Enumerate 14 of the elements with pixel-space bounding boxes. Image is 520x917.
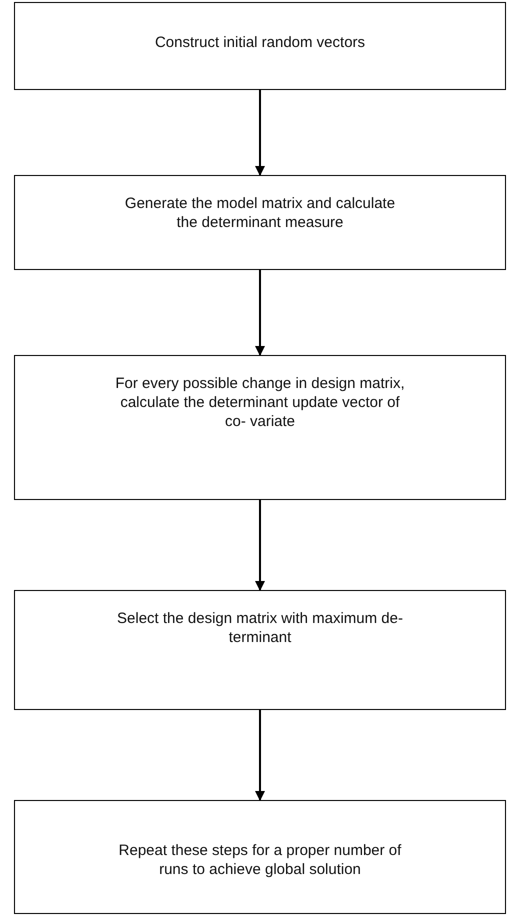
step-text: For every possible change in design matrix, calculate the determinant update vector of co- variate: [114, 374, 406, 431]
process-box: [14, 175, 506, 270]
arrow: [255, 90, 265, 176]
arrow: [255, 500, 265, 591]
process-box: [14, 355, 506, 500]
step-text: Generate the model matrix and calculate the determinant measure: [124, 194, 396, 232]
arrow: [255, 270, 265, 356]
step-text: Select the design matrix with maximum de- terminant: [116, 609, 404, 647]
step-text: Repeat these steps for a proper number of runs to achieve global solution: [118, 841, 402, 879]
arrow: [255, 710, 265, 801]
process-box: [14, 2, 506, 90]
step-text: Construct initial random vectors: [154, 33, 366, 52]
process-box: [14, 590, 506, 710]
process-box: [14, 800, 506, 914]
